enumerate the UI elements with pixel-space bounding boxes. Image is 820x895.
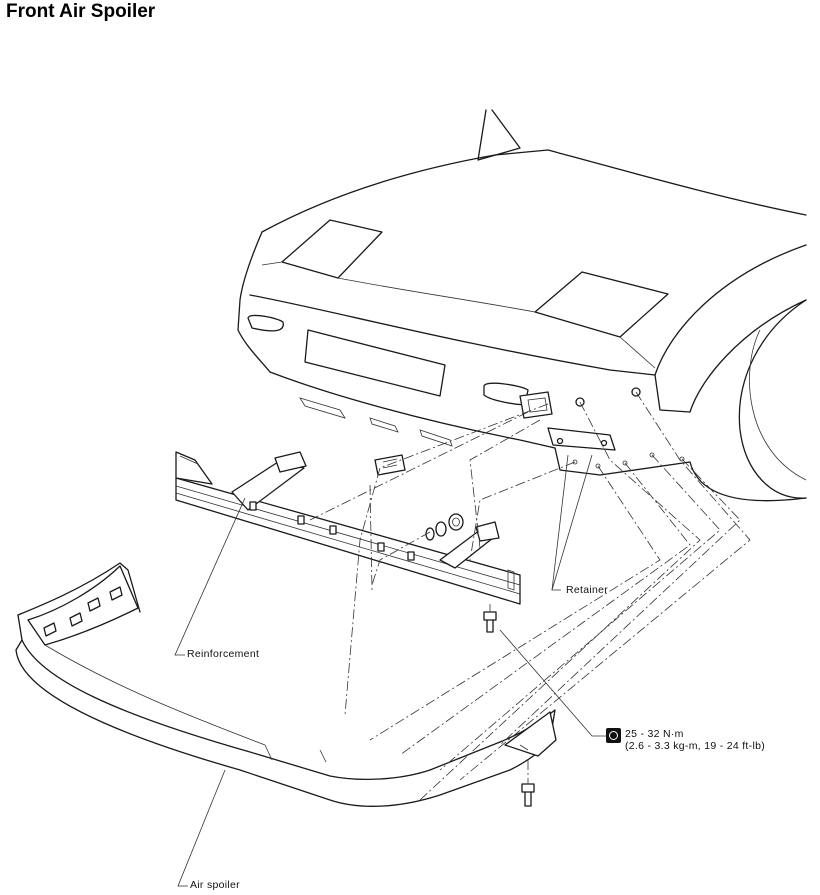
torque-wrench-icon xyxy=(606,728,621,743)
mounting-bolt-upper xyxy=(483,611,497,633)
air-spoiler xyxy=(15,562,557,807)
page-title: Front Air Spoiler xyxy=(6,1,156,22)
retainer-label: Retainer xyxy=(566,584,609,596)
alignment-lines xyxy=(309,391,751,801)
reinforcement-label: Reinforcement xyxy=(187,648,260,660)
car-front-body xyxy=(237,109,807,502)
torque-spec: 25 - 32 N·m (2.6 - 3.3 kg-m, 19 - 24 ft-… xyxy=(606,728,765,752)
mounting-bolt-lower xyxy=(521,783,535,807)
torque-alt-units: (2.6 - 3.3 kg-m, 19 - 24 ft-lb) xyxy=(625,740,766,752)
torque-value: 25 - 32 N·m xyxy=(625,728,684,740)
leader-lines xyxy=(174,454,606,887)
center-bracket xyxy=(374,454,406,476)
air-spoiler-label: Air spoiler xyxy=(190,879,240,891)
nut-washer-set xyxy=(425,513,464,541)
reinforcement-bar xyxy=(175,451,521,605)
